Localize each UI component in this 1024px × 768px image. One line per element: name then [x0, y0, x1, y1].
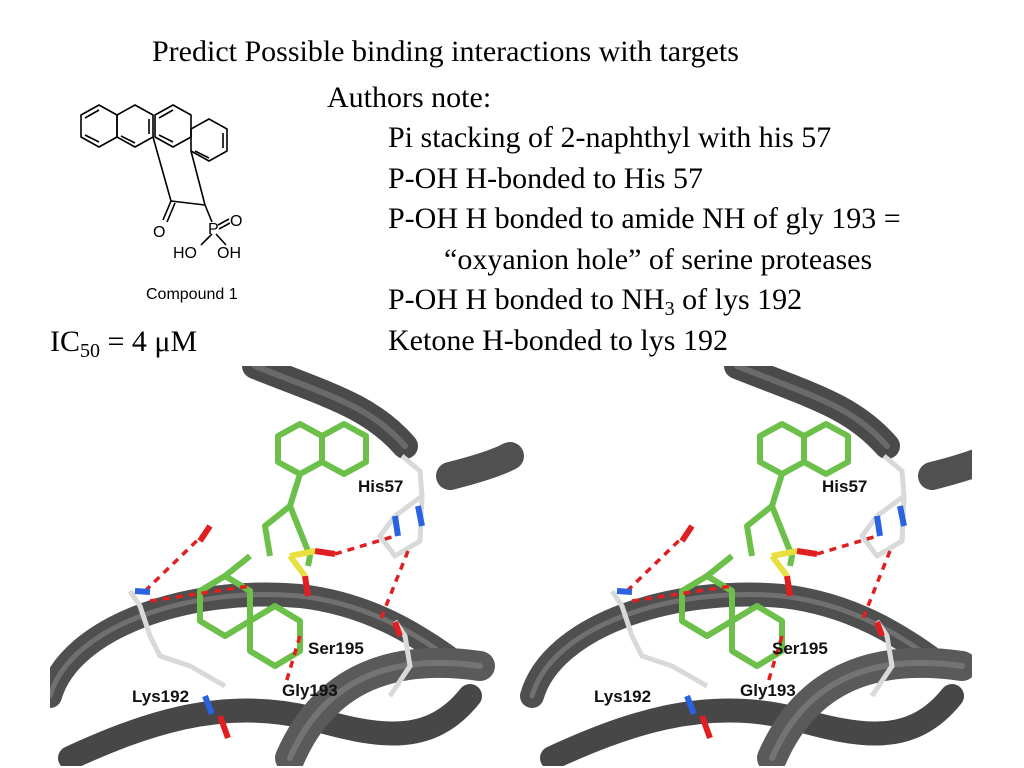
- his57-label-left: His57: [358, 477, 403, 496]
- note-poh-gly193: P-OH H bonded to amide NH of gly 193 =: [388, 202, 901, 235]
- slide-title: Predict Possible binding interactions wi…: [152, 35, 739, 68]
- ic50-number: = 4 μM: [100, 325, 198, 358]
- ic50-subscript: 50: [80, 340, 100, 362]
- ic50-value: IC50 = 4 μM: [50, 322, 197, 362]
- phosphoryl-oxygen-label: O: [230, 213, 242, 230]
- his57-label-right: His57: [822, 477, 867, 496]
- note-pi-stacking: Pi stacking of 2-naphthyl with his 57: [388, 121, 832, 154]
- hydroxyl-label-right: OH: [217, 245, 241, 262]
- note-poh-lys192-main: P-OH H bonded to NH: [388, 283, 665, 316]
- note-poh-his57: P-OH H-bonded to His 57: [388, 161, 703, 195]
- gly193-label-right: Gly193: [740, 681, 796, 700]
- note-ketone-lys192: Ketone H-bonded to lys 192: [388, 323, 728, 357]
- note-nh3-subscript: 3: [664, 298, 675, 320]
- ser195-label-right: Ser195: [772, 639, 828, 658]
- ser195-label-left: Ser195: [308, 639, 364, 658]
- lys192-label-right: Lys192: [594, 687, 651, 706]
- note-poh-lys192: P-OH H bonded to NH3 of lys 192: [388, 280, 901, 321]
- compound-1-structure: O P O HO OH: [80, 104, 242, 262]
- note-oxyanion-hole: “oxyanion hole” of serine proteases: [444, 242, 873, 276]
- phosphorus-label: P: [208, 221, 219, 238]
- compound-caption: Compound 1: [146, 286, 238, 303]
- lys192-label-left: Lys192: [132, 687, 189, 706]
- hydroxyl-label-left: HO: [173, 245, 197, 262]
- stereo-panel-left: [50, 366, 524, 766]
- gly193-label-left: Gly193: [282, 681, 338, 700]
- ketone-oxygen-label: O: [153, 224, 165, 241]
- note-poh-lys192-tail: of lys 192: [674, 283, 803, 316]
- authors-note-heading: Authors note:: [327, 81, 492, 114]
- ic50-prefix: IC: [50, 325, 80, 358]
- binding-site-stereo-image: His57 Ser195 Lys192 Gly193 His57 Ser195 …: [50, 366, 972, 766]
- authors-note-list: Pi stacking of 2-naphthyl with his 57 P-…: [388, 118, 901, 361]
